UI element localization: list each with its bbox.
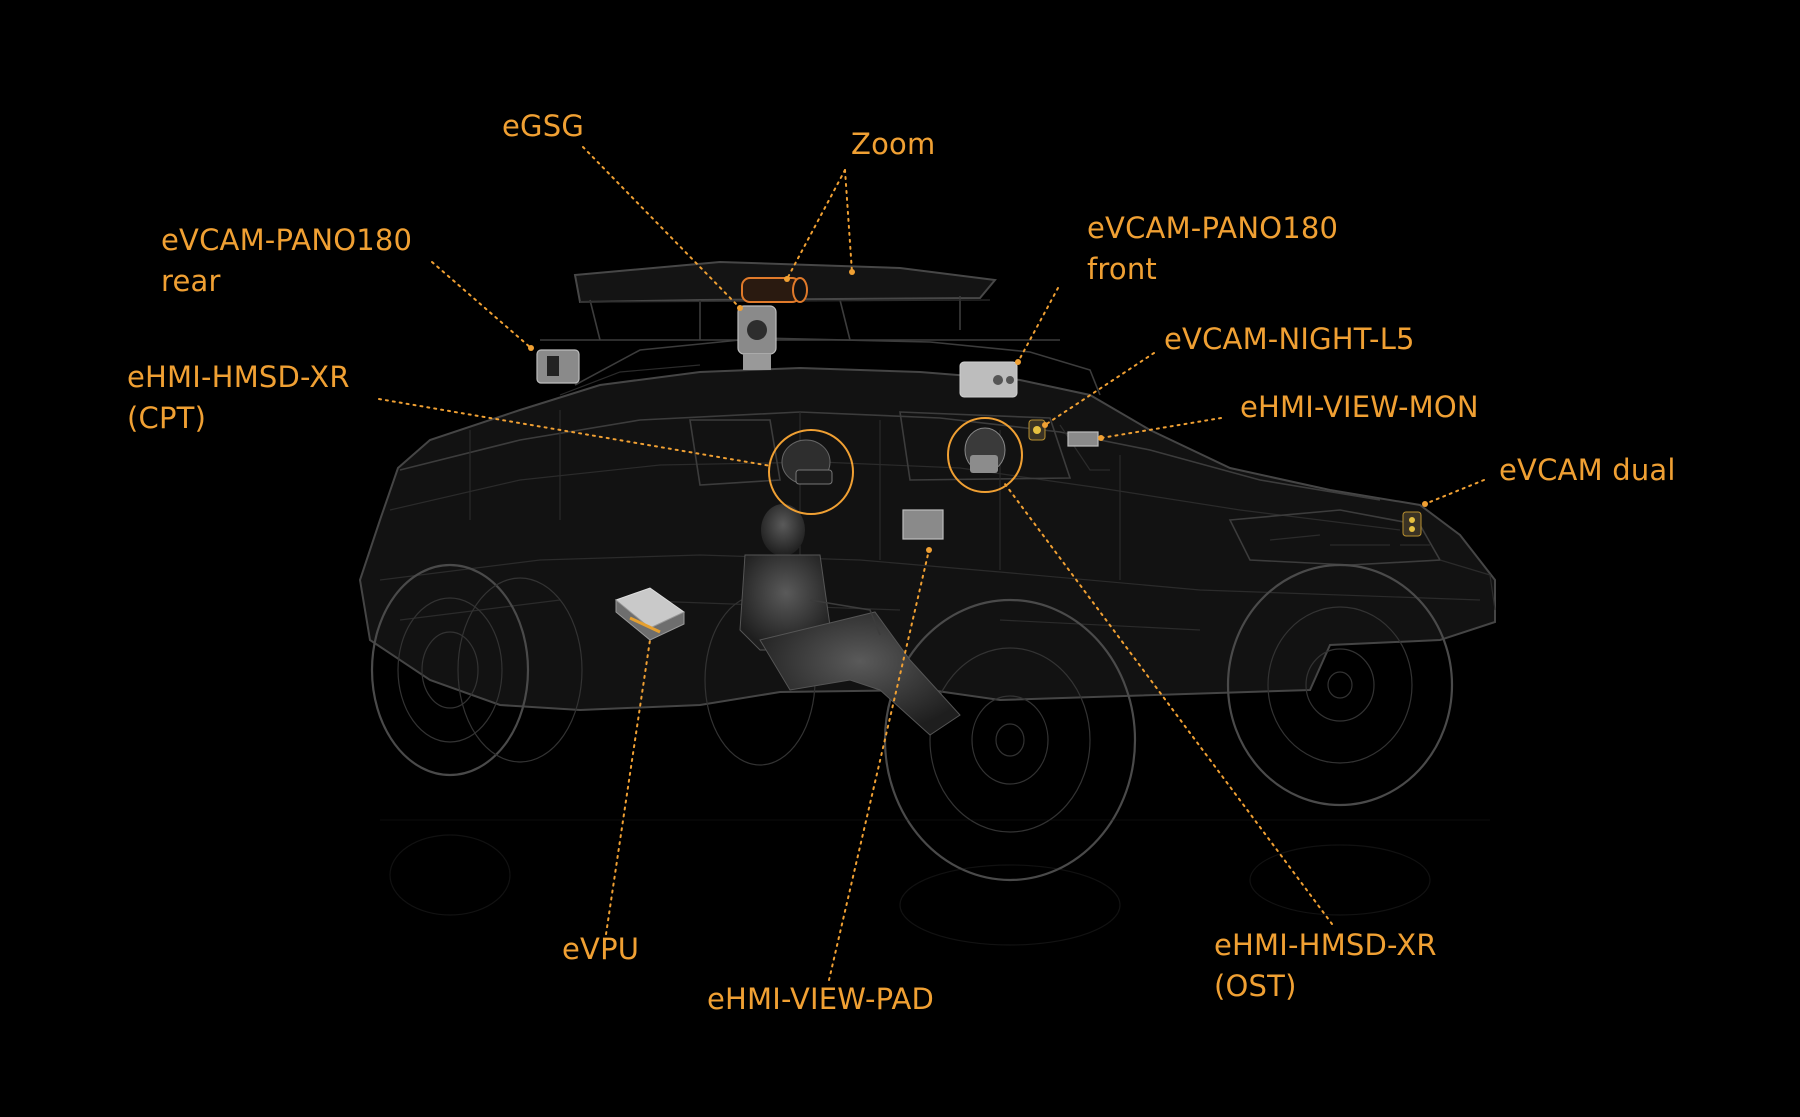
evcam-dual-device xyxy=(1402,511,1422,537)
soldier-figure xyxy=(739,504,961,736)
hmsd-ost-highlight-ring xyxy=(947,417,1023,493)
egsg-gimbal-device xyxy=(737,305,777,370)
floor-reflection xyxy=(380,819,1490,946)
label-evpu: eVPU xyxy=(562,932,640,966)
leader-view-mon xyxy=(1100,417,1222,439)
hmsd-cpt-headset-device xyxy=(781,439,833,485)
label-ehmi-hmsd-xr-cpt: eHMI-HMSD-XR (CPT) xyxy=(127,360,350,435)
label-evcam-dual: eVCAM dual xyxy=(1499,453,1676,487)
evpu-device xyxy=(614,587,685,641)
leader-hmsd-cpt xyxy=(378,398,772,467)
front-wheel xyxy=(1226,563,1454,807)
evcam-pano180-front-device xyxy=(959,361,1018,398)
leader-night-l5 xyxy=(1044,352,1155,426)
ehmi-view-mon-device xyxy=(1067,431,1099,447)
label-ehmi-hmsd-xr-ost: eHMI-HMSD-XR (OST) xyxy=(1214,928,1437,1003)
rear-wheel xyxy=(370,563,583,777)
leader-lines xyxy=(378,146,1485,981)
ehmi-view-pad-device xyxy=(902,509,944,540)
hmsd-cpt-highlight-ring xyxy=(768,429,854,515)
label-egsg: eGSG xyxy=(502,109,584,143)
label-evcam-pano180-front: eVCAM-PANO180 front xyxy=(1087,211,1339,286)
leader-zoom-2 xyxy=(844,169,853,273)
leader-evpu xyxy=(604,639,651,942)
label-ehmi-view-pad: eHMI-VIEW-PAD xyxy=(707,982,935,1016)
label-evcam-night-l5: eVCAM-NIGHT-L5 xyxy=(1164,322,1415,356)
evcam-night-l5-device xyxy=(1028,419,1046,441)
label-ehmi-view-mon: eHMI-VIEW-MON xyxy=(1240,390,1479,424)
leader-pano-rear xyxy=(431,261,532,349)
label-evcam-pano180-rear: eVCAM-PANO180 rear xyxy=(161,223,413,298)
label-zoom: Zoom xyxy=(851,127,936,161)
leader-hmsd-ost xyxy=(1004,483,1333,925)
leader-zoom-1 xyxy=(786,169,846,280)
hmsd-ost-headset-device xyxy=(964,427,1006,473)
zoom-camera-device xyxy=(741,277,808,303)
leader-evcam-dual xyxy=(1424,479,1485,505)
leader-egsg xyxy=(582,146,741,309)
leader-pano-front xyxy=(1017,287,1059,363)
